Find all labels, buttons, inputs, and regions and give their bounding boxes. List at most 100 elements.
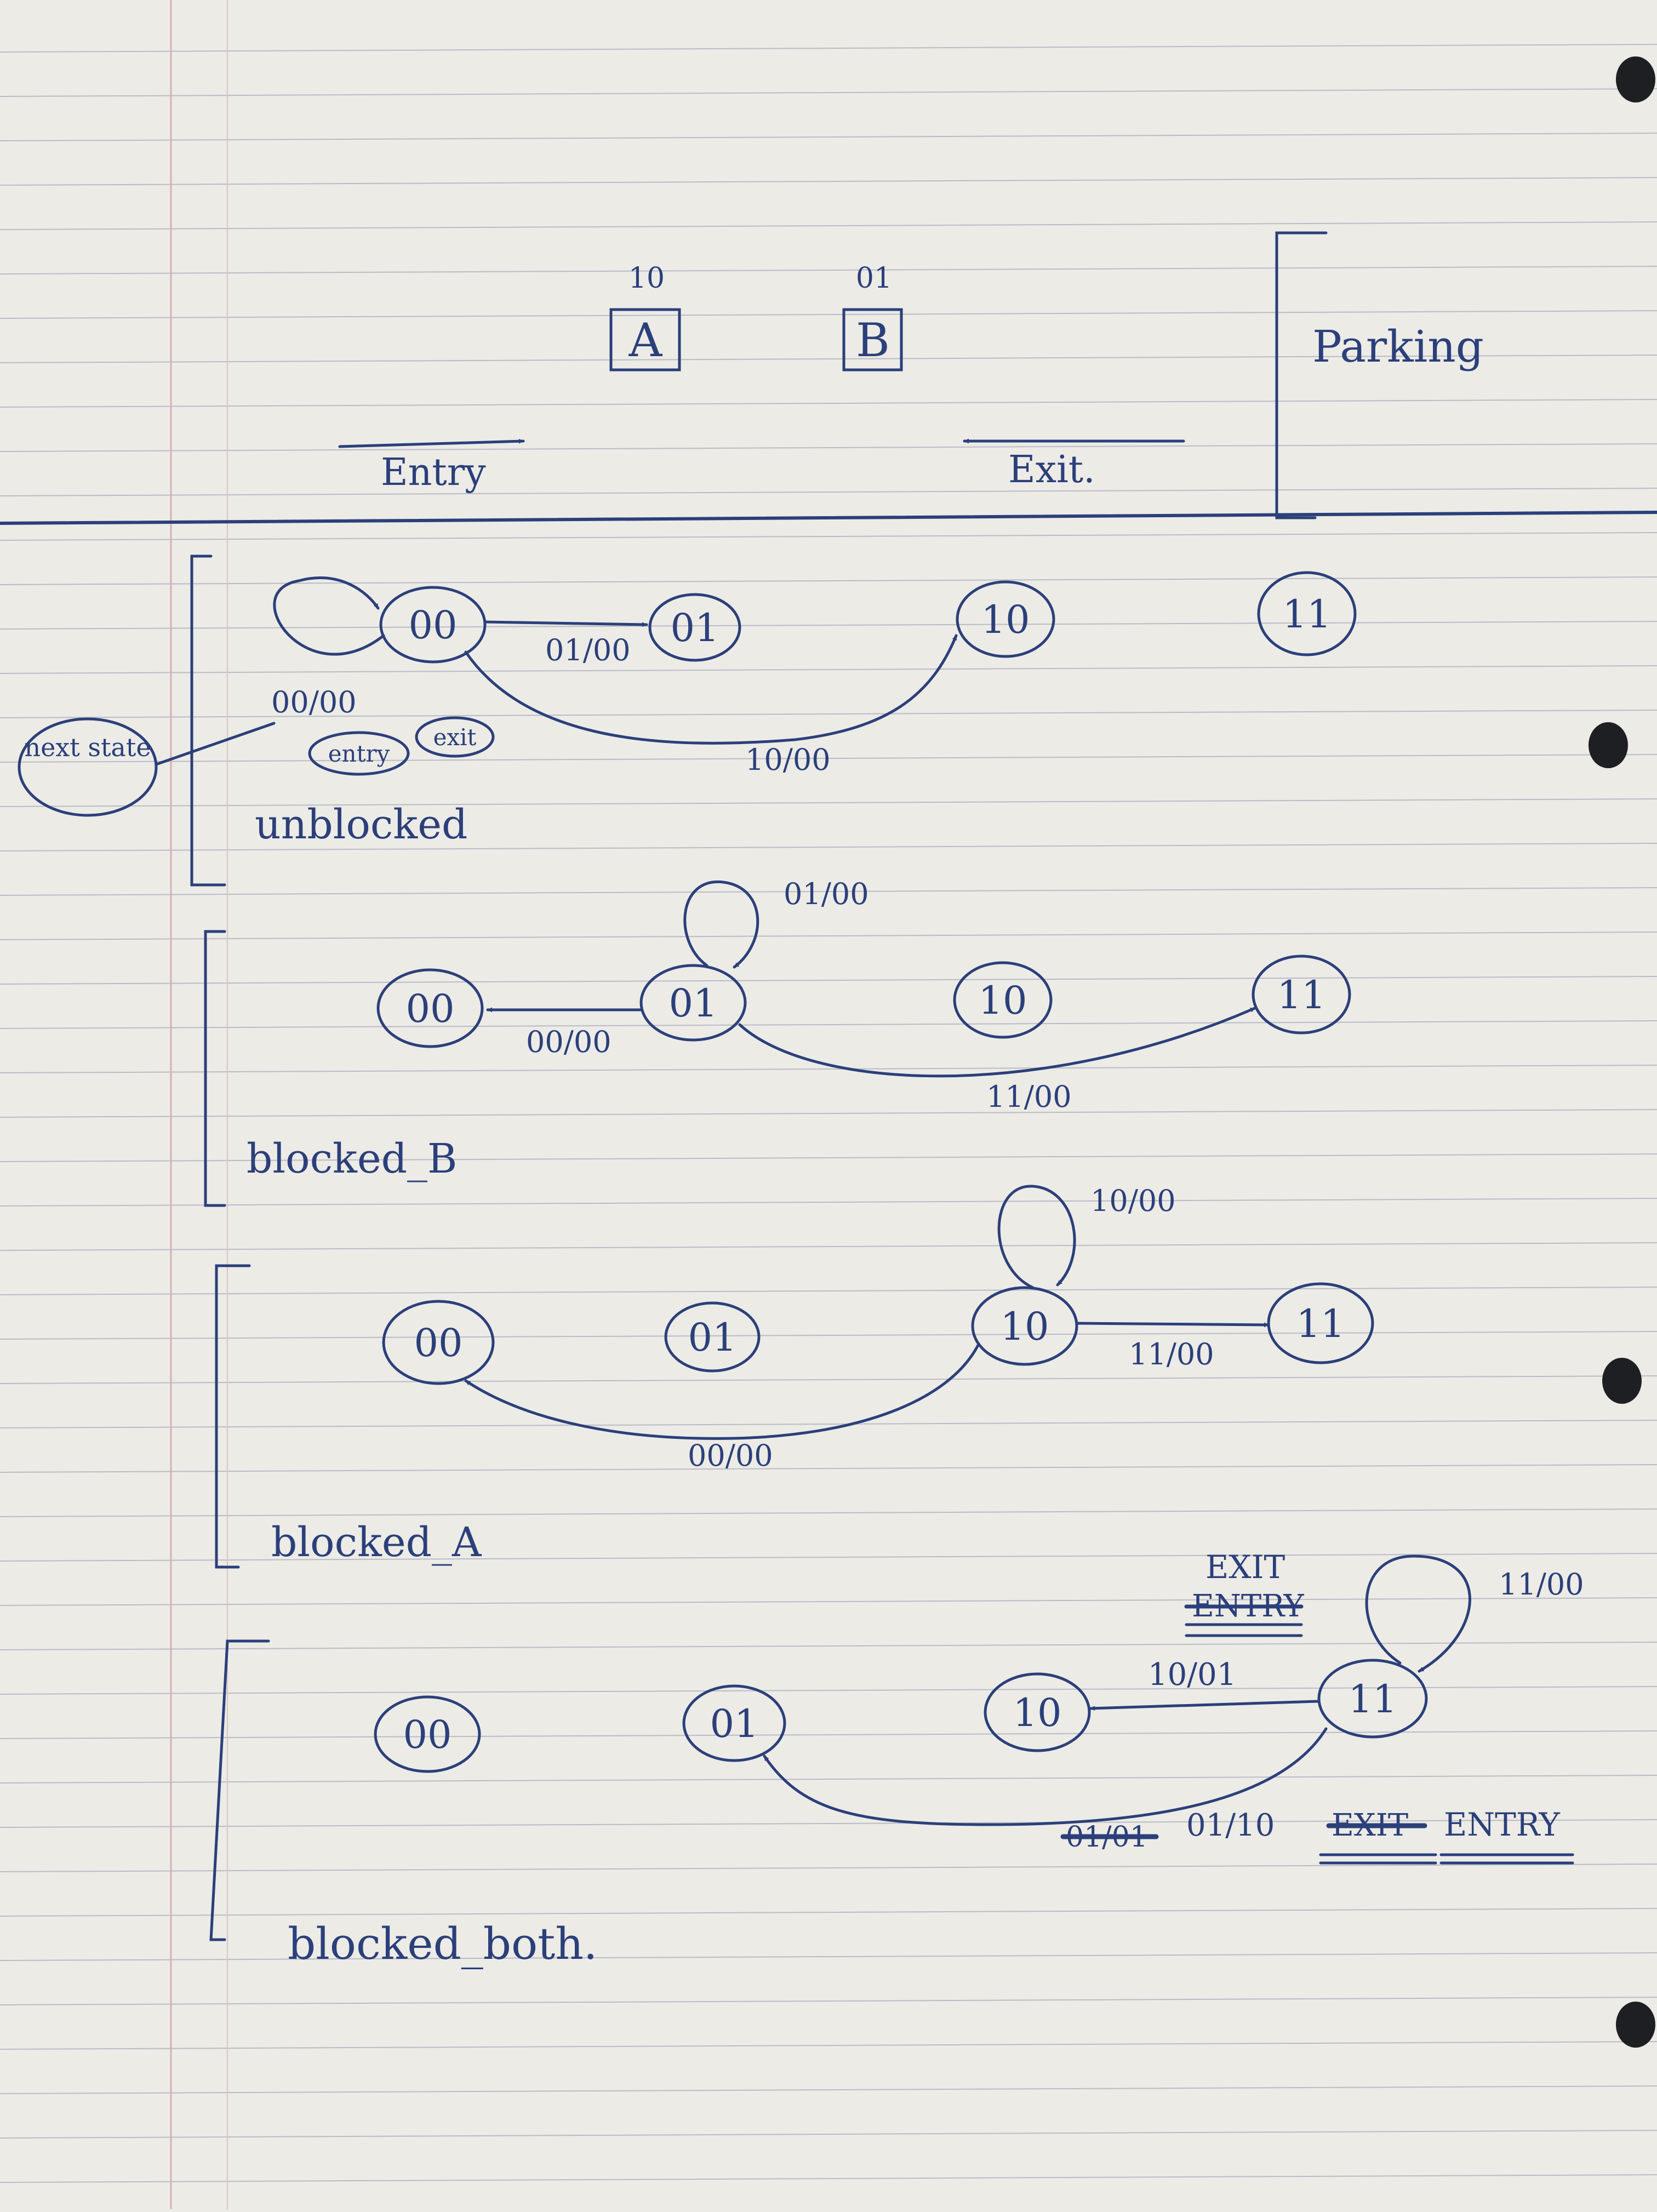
ruled-line [0,266,1657,275]
section-title: blocked_A [271,1519,482,1566]
sensor-a-label: A [628,313,663,367]
legend-next-state-bubble [18,717,158,817]
section-bracket [204,930,226,1207]
state-11-label: 11 [1348,1677,1397,1722]
ruled-line [0,665,1657,674]
ruled-line [0,2041,1657,2050]
self-loop-01 [683,881,759,969]
ruled-line [0,399,1657,408]
state-11 [1252,954,1351,1034]
ruled-line [0,1198,1657,1207]
binder-hole [1616,56,1655,102]
transition-10-00: 10/00 [1090,1184,1176,1218]
state-00 [374,1695,481,1773]
legend-pointer-next-state [155,722,276,766]
ruled-line [0,1553,1657,1562]
transition-11-00: 11/00 [1129,1337,1214,1371]
ink-drawing: 10 A 01 B Entry Exit. Parking 00 01 10 1… [0,231,1657,1969]
section-title: unblocked [255,801,467,848]
transition-11-00: 11/00 [1499,1567,1584,1602]
ruled-line [0,843,1657,851]
sensor-b-box [842,308,903,371]
transition-01-00: 01/00 [545,633,631,667]
ruled-line [0,1952,1657,1961]
legend-entry: entry [328,740,390,767]
ruled-line [0,976,1657,985]
ruled-line [0,1331,1657,1340]
state-00 [376,968,484,1048]
ruled-line [0,798,1657,807]
ruled-line [0,1153,1657,1162]
state-00-label: 00 [405,986,454,1031]
ruled-line [0,621,1657,630]
ruled-line [0,2085,1657,2094]
parking-label: Parking [1312,321,1484,372]
ruled-line [0,310,1657,319]
self-loop-00 [273,576,385,656]
state-10-label: 10 [1000,1304,1049,1349]
binder-hole [1602,1358,1642,1404]
ruled-line [0,44,1657,53]
transition-10-00: 10/00 [745,742,831,777]
section-blocked-b: 00 01 10 11 01/00 00/00 11/00 blocked_B [204,877,1351,1207]
ruled-line [0,887,1657,896]
binder-hole [1616,2002,1655,2048]
state-10-label: 10 [1013,1690,1061,1735]
legend-exit: exit [433,724,477,751]
ruled-line [0,931,1657,940]
ruled-line [0,754,1657,763]
state-10 [956,580,1055,658]
ruled-line [0,2174,1657,2183]
ruled-line [0,1020,1657,1029]
transition-00-00: 00/00 [271,685,357,719]
edge-01-to-11 [738,1007,1256,1078]
ruled-line [0,1686,1657,1695]
state-11-label: 11 [1296,1301,1345,1346]
annotation-exit: EXIT [1205,1548,1285,1586]
transition-11-00: 11/00 [986,1079,1072,1114]
self-loop-11 [1365,1554,1471,1673]
annotation-entry: ENTRY [1444,1806,1561,1843]
ruled-line [0,1775,1657,1784]
ruled-lines [0,44,1657,2183]
state-01-label: 01 [670,605,719,650]
state-11 [1317,1659,1428,1739]
ruled-line [0,1109,1657,1118]
edge-11-to-01 [763,1727,1328,1826]
ruled-line [0,710,1657,718]
ruled-line [0,355,1657,363]
state-10 [953,961,1053,1039]
sensor-a-box [609,308,681,371]
ruled-line [0,221,1657,230]
exit-label: Exit. [1008,448,1095,491]
ruled-line [0,1420,1657,1428]
transition-00-00: 00/00 [526,1025,612,1059]
sensor-b-code: 01 [856,262,892,295]
state-01 [639,964,747,1042]
ruled-line [0,1730,1657,1739]
transition-10-01: 10/01 [1148,1657,1236,1693]
ruled-line [0,1287,1657,1295]
state-11-label: 11 [1282,592,1331,637]
ruled-line [0,576,1657,585]
sensor-a-code: 10 [628,262,665,295]
ruled-line [0,1819,1657,1828]
ruled-line [0,1375,1657,1384]
section-bracket [215,1264,251,1569]
state-01 [648,593,741,662]
edge-00-to-01 [483,620,648,627]
state-10-label: 10 [981,597,1030,642]
transition-00-00: 00/00 [688,1438,773,1473]
ruled-line [0,1464,1657,1473]
section-blocked-a: 00 01 10 11 10/00 11/00 00/00 blocked_A [215,1184,1374,1569]
state-00-label: 00 [403,1712,452,1757]
ruled-line [0,1242,1657,1251]
state-00-label: 00 [408,603,457,648]
state-01-label: 01 [688,1315,736,1360]
self-loop-10 [997,1185,1076,1289]
state-00 [382,1300,495,1385]
state-01 [664,1301,761,1373]
entry-label: Entry [381,451,486,494]
